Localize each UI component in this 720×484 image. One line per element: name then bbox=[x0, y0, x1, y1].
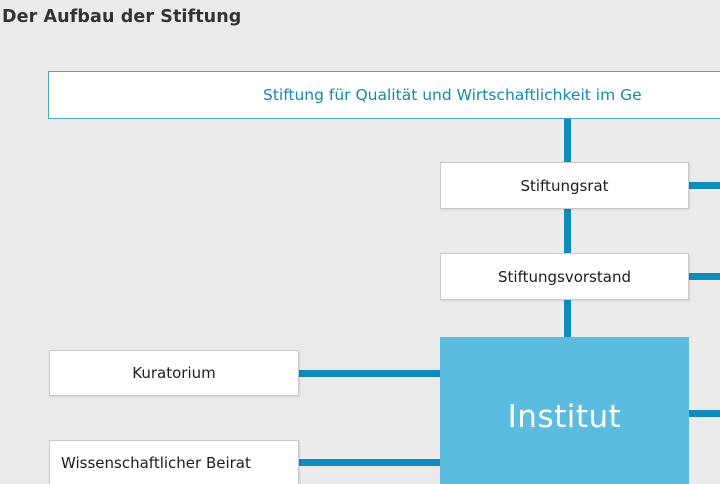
node-kuratorium-label: Kuratorium bbox=[132, 364, 216, 382]
connector-stiftungsrat-to-stiftungsvorstand bbox=[564, 208, 571, 254]
node-stiftungsrat[interactable]: Stiftungsrat bbox=[440, 162, 689, 209]
connector-stiftungsvorstand-right bbox=[688, 273, 720, 280]
connector-stiftungsvorstand-to-institut bbox=[564, 299, 571, 338]
node-stiftungsvorstand[interactable]: Stiftungsvorstand bbox=[440, 253, 689, 300]
node-institut[interactable]: Institut bbox=[440, 337, 689, 484]
node-wissenschaftlicher-beirat[interactable]: Wissenschaftlicher Beirat bbox=[49, 440, 299, 484]
node-kuratorium[interactable]: Kuratorium bbox=[49, 350, 299, 396]
connector-kuratorium-to-institut bbox=[299, 370, 441, 377]
connector-stiftungsrat-right bbox=[688, 182, 720, 189]
connector-wissenschaftlicher-beirat-to-institut bbox=[299, 459, 441, 466]
node-stiftung-banner[interactable]: Stiftung für Qualität und Wirtschaftlich… bbox=[48, 71, 720, 119]
node-stiftungsvorstand-label: Stiftungsvorstand bbox=[498, 267, 631, 286]
connector-institut-right bbox=[688, 410, 720, 417]
node-stiftungsrat-label: Stiftungsrat bbox=[520, 176, 609, 195]
node-institut-label: Institut bbox=[507, 399, 622, 435]
connector-banner-to-stiftungsrat bbox=[564, 119, 571, 163]
node-wissenschaftlicher-beirat-label: Wissenschaftlicher Beirat bbox=[61, 454, 251, 472]
page-title: Der Aufbau der Stiftung bbox=[2, 7, 242, 27]
node-stiftung-banner-label: Stiftung für Qualität und Wirtschaftlich… bbox=[263, 86, 642, 104]
